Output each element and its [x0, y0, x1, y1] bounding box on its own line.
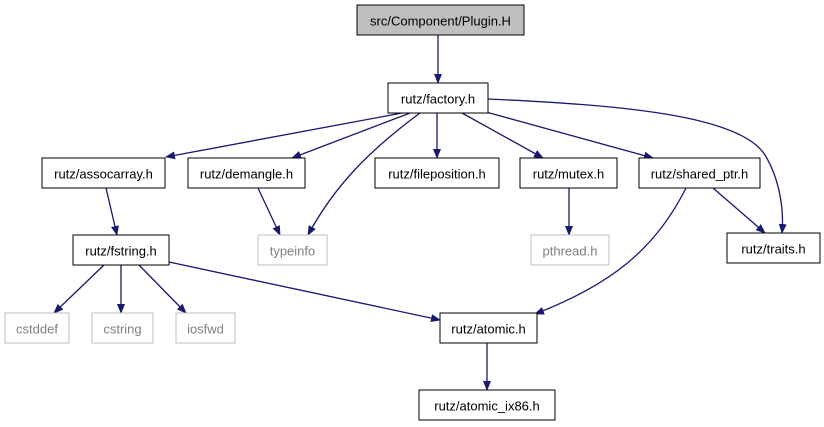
node-label-cstddef: cstddef [16, 322, 58, 337]
node-typeinfo[interactable]: typeinfo [257, 234, 328, 266]
node-label-fileposition: rutz/fileposition.h [388, 167, 486, 182]
node-label-atomic_ix86: rutz/atomic_ix86.h [434, 399, 540, 414]
node-box-typeinfo [257, 234, 328, 266]
edge-fstring-to-cstddef [53, 264, 105, 314]
edge-factory-to-mutex [461, 112, 544, 159]
edge-factory-to-demangle [291, 112, 411, 159]
node-atomic_ix86[interactable]: rutz/atomic_ix86.h [418, 389, 556, 421]
node-label-typeinfo: typeinfo [270, 244, 316, 259]
node-label-plugin: src/Component/Plugin.H [370, 14, 511, 29]
node-cstddef[interactable]: cstddef [4, 312, 70, 344]
node-assocarray[interactable]: rutz/assocarray.h [41, 157, 166, 189]
node-label-fstring: rutz/fstring.h [85, 244, 157, 259]
node-label-iosfwd: iosfwd [187, 322, 224, 337]
node-box-mutex [519, 157, 618, 189]
edge-factory-to-assocarray [165, 112, 403, 160]
node-label-mutex: rutz/mutex.h [533, 167, 605, 182]
node-box-assocarray [41, 157, 166, 189]
node-label-demangle: rutz/demangle.h [200, 167, 293, 182]
edge-assocarray-to-fstring [105, 187, 119, 236]
node-box-fileposition [374, 157, 500, 189]
node-box-cstddef [4, 312, 70, 344]
node-label-factory: rutz/factory.h [401, 92, 475, 107]
node-label-pthread: pthread.h [543, 244, 598, 259]
node-demangle[interactable]: rutz/demangle.h [187, 157, 306, 189]
node-box-atomic_ix86 [418, 389, 556, 421]
node-plugin[interactable]: src/Component/Plugin.H [356, 4, 525, 36]
node-box-fstring [72, 234, 170, 266]
edge-demangle-to-typeinfo [257, 187, 281, 236]
edge-shared_ptr-to-atomic [534, 187, 687, 315]
edge-fstring-to-iosfwd [138, 264, 187, 314]
node-fileposition[interactable]: rutz/fileposition.h [374, 157, 500, 189]
node-atomic[interactable]: rutz/atomic.h [439, 312, 538, 344]
node-box-pthread [530, 234, 610, 266]
node-shared_ptr[interactable]: rutz/shared_ptr.h [638, 157, 761, 189]
node-label-traits: rutz/traits.h [741, 242, 805, 257]
node-box-factory [387, 82, 489, 114]
node-cstring[interactable]: cstring [91, 312, 154, 344]
node-box-shared_ptr [638, 157, 761, 189]
node-fstring[interactable]: rutz/fstring.h [72, 234, 170, 266]
edge-fstring-to-atomic [168, 261, 441, 323]
node-box-traits [726, 232, 821, 264]
edge-layer [53, 35, 787, 391]
node-factory[interactable]: rutz/factory.h [387, 82, 489, 114]
node-pthread[interactable]: pthread.h [530, 234, 610, 266]
edge-factory-to-traits [487, 98, 787, 234]
node-box-cstring [91, 312, 154, 344]
edge-shared_ptr-to-traits [712, 187, 766, 234]
node-layer: src/Component/Plugin.H rutz/factory.h rutz… [4, 4, 821, 421]
node-iosfwd[interactable]: iosfwd [175, 312, 236, 344]
node-label-assocarray: rutz/assocarray.h [54, 167, 153, 182]
node-label-cstring: cstring [103, 322, 141, 337]
node-box-atomic [439, 312, 538, 344]
edge-factory-to-typeinfo [307, 112, 421, 236]
node-label-atomic: rutz/atomic.h [451, 322, 525, 337]
node-mutex[interactable]: rutz/mutex.h [519, 157, 618, 189]
node-box-plugin [356, 4, 525, 36]
node-label-shared_ptr: rutz/shared_ptr.h [651, 167, 749, 182]
node-box-iosfwd [175, 312, 236, 344]
node-traits[interactable]: rutz/traits.h [726, 232, 821, 264]
node-box-demangle [187, 157, 306, 189]
edge-factory-to-shared_ptr [485, 111, 654, 160]
